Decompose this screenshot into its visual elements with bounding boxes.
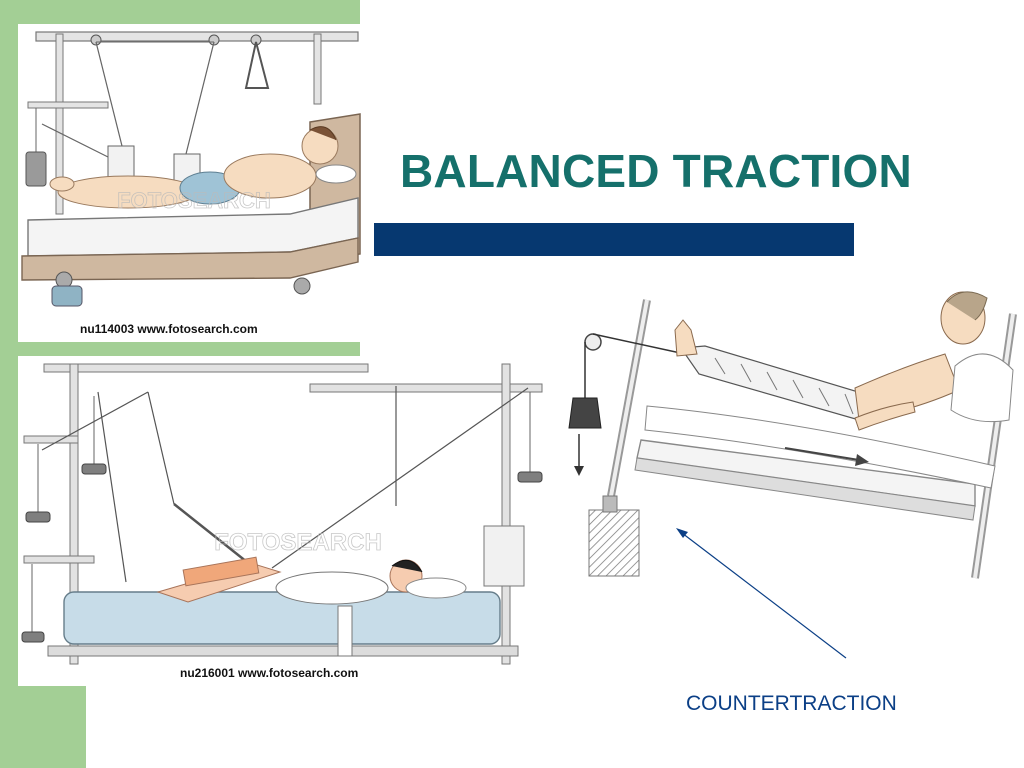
accent-strip-top <box>86 0 360 24</box>
watermark-text: FOTOSEARCH <box>117 188 271 213</box>
illustration-caption-bottom: nu216001 www.fotosearch.com <box>180 666 359 680</box>
bed-traction-frame-drawing: FOTOSEARCH <box>21 31 361 307</box>
countertraction-label: COUNTERTRACTION <box>686 692 897 715</box>
illustration-bed-traction-frame: FOTOSEARCH nu114003 www.fotosearch.com <box>18 24 370 342</box>
balanced-suspension-drawing: FOTOSEARCH <box>21 363 543 665</box>
watermark-text: FOTOSEARCH <box>214 529 382 556</box>
leg-traction-drawing <box>568 291 1017 579</box>
illustration-balanced-suspension: FOTOSEARCH nu216001 www.fotosearch.com <box>18 356 552 686</box>
illustration-leg-traction <box>555 270 1024 600</box>
accent-strip-middle <box>86 340 360 356</box>
title-underline-bar <box>374 223 854 256</box>
slide-title: BALANCED TRACTION <box>400 145 912 197</box>
illustration-caption-top: nu114003 www.fotosearch.com <box>80 322 258 336</box>
